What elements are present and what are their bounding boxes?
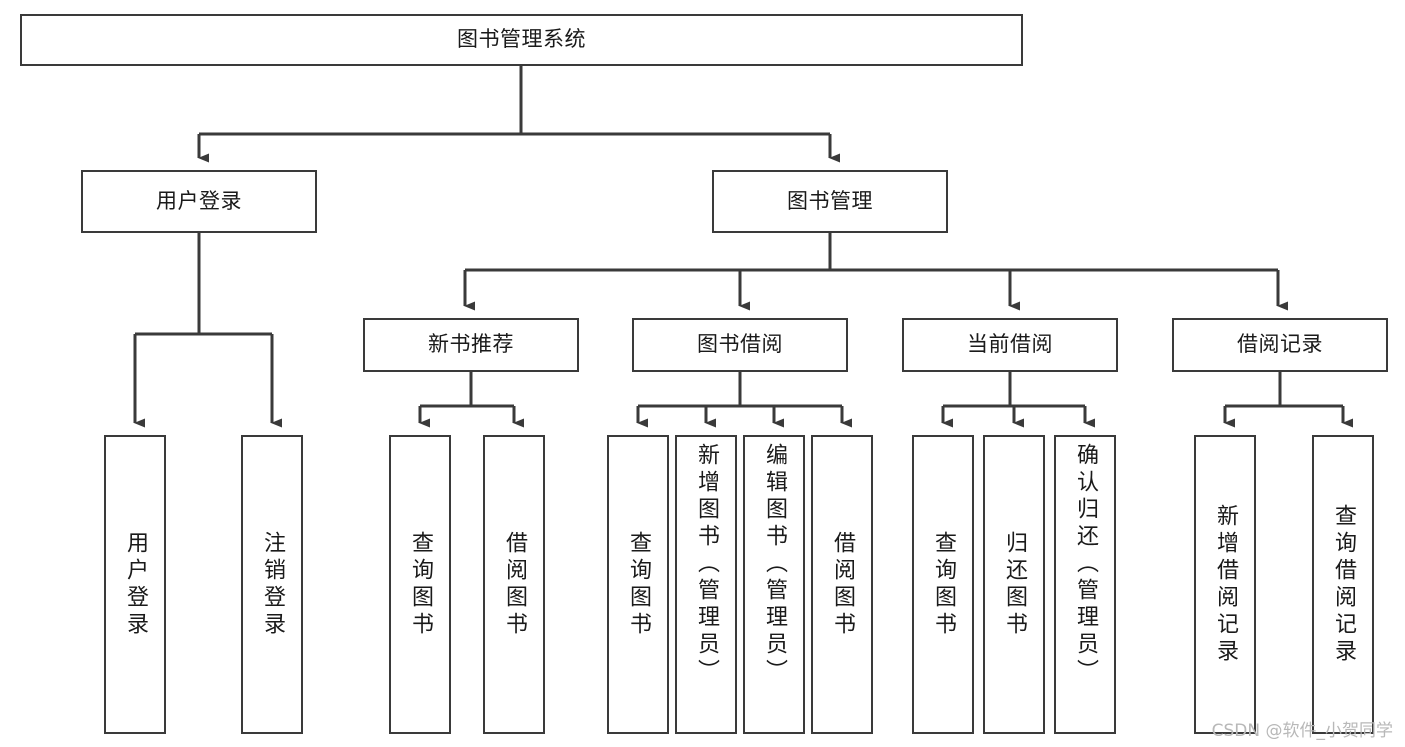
leaf-node-query-borrow-record[interactable]: 查询借阅记录 — [1312, 435, 1374, 734]
leaf-node-label: 查询图书 — [625, 530, 651, 639]
leaf-node-query-book-recommend[interactable]: 查询图书 — [389, 435, 451, 734]
leaf-node-edit-book-admin[interactable]: 编辑图书（管理员） — [743, 435, 805, 734]
node-root-system[interactable]: 图书管理系统 — [20, 14, 1023, 66]
leaf-node-label: 归还图书 — [1001, 530, 1027, 639]
node-current-borrow-label: 当前借阅 — [967, 332, 1053, 357]
node-borrow-record-label: 借阅记录 — [1237, 332, 1323, 357]
leaf-node-label: 查询图书 — [930, 530, 956, 639]
leaf-node-label: 新增借阅记录 — [1212, 503, 1238, 666]
leaf-node-label: 确认归还（管理员） — [1072, 443, 1098, 686]
leaf-node-label: 新增图书（管理员） — [693, 443, 719, 686]
leaf-node-add-borrow-record[interactable]: 新增借阅记录 — [1194, 435, 1256, 734]
leaf-node-label: 借阅图书 — [501, 530, 527, 639]
leaf-node-query-book-current[interactable]: 查询图书 — [912, 435, 974, 734]
node-book-borrow-label: 图书借阅 — [697, 332, 783, 357]
node-book-management[interactable]: 图书管理 — [712, 170, 948, 233]
node-new-book-recommend[interactable]: 新书推荐 — [363, 318, 579, 372]
node-current-borrow[interactable]: 当前借阅 — [902, 318, 1118, 372]
node-user-login-label: 用户登录 — [156, 188, 242, 213]
node-new-book-recommend-label: 新书推荐 — [428, 332, 514, 357]
node-borrow-record[interactable]: 借阅记录 — [1172, 318, 1388, 372]
leaf-node-label: 借阅图书 — [829, 530, 855, 639]
node-root-label: 图书管理系统 — [457, 27, 586, 52]
leaf-node-query-book-borrow[interactable]: 查询图书 — [607, 435, 669, 734]
leaf-node-logout-login[interactable]: 注销登录 — [241, 435, 303, 734]
csdn-watermark: CSDN @软件_小贺同学 — [1211, 721, 1393, 741]
node-book-management-label: 图书管理 — [787, 188, 873, 213]
leaf-node-label: 用户登录 — [122, 530, 148, 639]
node-user-login[interactable]: 用户登录 — [81, 170, 317, 233]
leaf-node-borrow-book-recommend[interactable]: 借阅图书 — [483, 435, 545, 734]
leaf-node-label: 查询图书 — [407, 530, 433, 639]
leaf-node-label: 查询借阅记录 — [1330, 503, 1356, 666]
leaf-node-confirm-return-admin[interactable]: 确认归还（管理员） — [1054, 435, 1116, 734]
leaf-node-borrow-book[interactable]: 借阅图书 — [811, 435, 873, 734]
leaf-node-label: 编辑图书（管理员） — [761, 443, 787, 686]
leaf-node-user-login[interactable]: 用户登录 — [104, 435, 166, 734]
node-book-borrow[interactable]: 图书借阅 — [632, 318, 848, 372]
leaf-node-label: 注销登录 — [259, 530, 285, 639]
leaf-node-return-book[interactable]: 归还图书 — [983, 435, 1045, 734]
leaf-node-add-book-admin[interactable]: 新增图书（管理员） — [675, 435, 737, 734]
